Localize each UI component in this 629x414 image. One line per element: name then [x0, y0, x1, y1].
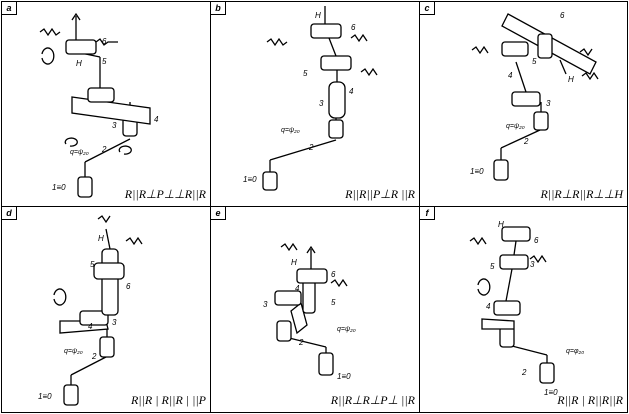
label-2: 2	[101, 145, 107, 154]
label-4: 4	[154, 115, 159, 124]
label-2: 2	[91, 352, 97, 361]
label-5: 5	[303, 69, 308, 78]
mechanism-drawing: H 5 6 4 3 2 q=ψ₂₀ 1≡0	[38, 215, 143, 406]
label-H: H	[315, 11, 321, 20]
label-3: 3	[263, 300, 268, 309]
panel-label: f	[420, 207, 435, 220]
label-q: q=φ₂₀	[566, 348, 584, 355]
label-H: H	[98, 234, 104, 243]
label-q: q=ψ₂₀	[337, 326, 356, 333]
panel-label: b	[211, 2, 226, 15]
panel-label: c	[420, 2, 435, 15]
label-q: q=ψ₂₀	[281, 127, 300, 134]
label-6: 6	[534, 236, 539, 245]
chain-formula: R||R | R||R||R	[557, 393, 623, 407]
label-2: 2	[521, 368, 527, 377]
label-base: 1≡0	[38, 392, 52, 401]
label-6: 6	[102, 37, 107, 46]
label-3: 3	[319, 99, 324, 108]
panel-b: b H 6 5 4 3 2	[210, 1, 420, 207]
label-5: 5	[490, 262, 495, 271]
chain-formula: R||R⊥R⊥P⊥ ||R	[330, 393, 415, 407]
label-3: 3	[112, 318, 117, 327]
label-base: 1≡0	[243, 175, 257, 184]
label-5: 5	[102, 57, 107, 66]
label-5: 5	[331, 298, 336, 307]
label-2: 2	[298, 338, 304, 347]
label-4: 4	[88, 322, 93, 331]
panel-e: e H 6 5 4 3 2 q=ψ₂₀ 1≡0	[210, 206, 420, 413]
label-q: q=ψ₂₀	[506, 123, 525, 130]
panel-c: c 6 5 H 4 3 2	[419, 1, 628, 207]
label-3: 3	[112, 121, 117, 130]
chain-formula: R||R⊥R||R⊥⊥H	[540, 187, 623, 201]
label-4: 4	[508, 71, 513, 80]
panel-d: d H 5 6 4 3 2 q=ψ₂₀	[1, 206, 211, 413]
label-base: 1≡0	[470, 167, 484, 176]
label-3: 3	[546, 99, 551, 108]
panel-label: e	[211, 207, 226, 220]
label-q: q=ψ₂₀	[70, 149, 89, 156]
label-base: 1≡0	[52, 183, 66, 192]
label-q: q=ψ₂₀	[64, 348, 83, 355]
mechanism-drawing: H 6 5 3 4 2 q=φ₂₀ 1≡0	[469, 220, 584, 397]
label-3: 3	[530, 260, 535, 269]
label-4: 4	[295, 284, 300, 293]
label-2: 2	[308, 143, 314, 152]
label-6: 6	[560, 11, 565, 20]
label-5: 5	[532, 57, 537, 66]
chain-formula: R||R⊥P⊥⊥R||R	[124, 187, 206, 201]
chain-formula: R||R||P⊥R ||R	[345, 187, 415, 201]
mechanism-drawing: H 5 6 4 3 2 q=ψ₂₀ 1≡0	[39, 12, 159, 198]
panel-label: d	[2, 207, 17, 220]
label-6: 6	[351, 23, 356, 32]
label-6: 6	[331, 270, 336, 279]
label-4: 4	[486, 302, 491, 311]
chain-formula: R||R | R||R | ||P	[130, 393, 206, 407]
label-base: 1≡0	[544, 388, 558, 397]
mechanism-drawing: H 6 5 4 3 2 q=ψ₂₀ 1≡0	[263, 242, 356, 381]
panel-f: f H 6 5 3 4 2 q=φ₂₀	[419, 206, 628, 413]
label-4: 4	[349, 87, 354, 96]
mechanism-drawing: H 6 5 4 3 2 q=ψ₂₀ 1≡0	[243, 6, 378, 191]
label-5: 5	[90, 260, 95, 269]
label-H: H	[568, 75, 574, 84]
label-H: H	[498, 220, 504, 229]
mechanism-drawing: 6 5 H 4 3 2 q=ψ₂₀ 1≡0	[470, 11, 599, 181]
label-base: 1≡0	[337, 372, 351, 381]
panel-label: a	[2, 2, 17, 15]
label-2: 2	[523, 137, 529, 146]
label-H: H	[76, 59, 82, 68]
panel-a: a	[1, 1, 211, 207]
label-6: 6	[126, 282, 131, 291]
label-H: H	[291, 258, 297, 267]
